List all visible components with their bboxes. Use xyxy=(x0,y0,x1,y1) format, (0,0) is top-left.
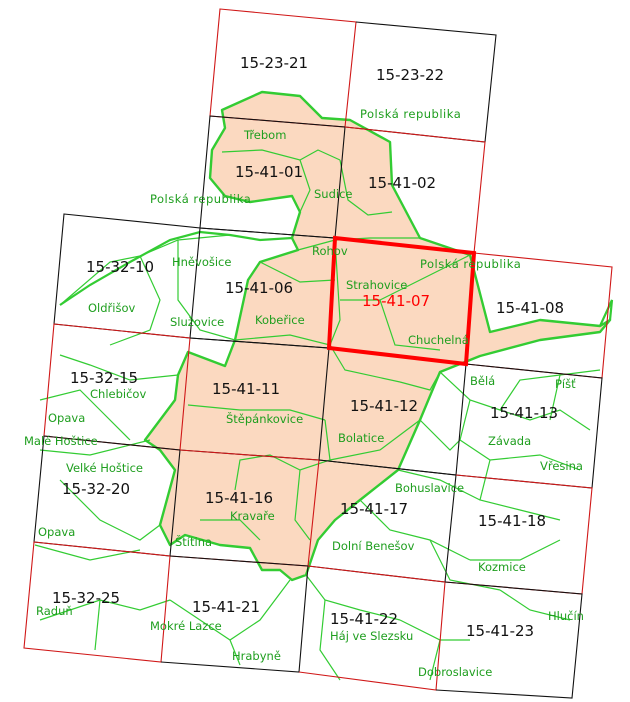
sheet-label: 15-41-12 xyxy=(350,397,418,415)
municipality-label: Chuchelná xyxy=(408,333,469,347)
municipality-label: Služovice xyxy=(170,315,224,329)
sheet-label: 15-41-23 xyxy=(466,622,534,640)
sheet-label: 15-41-17 xyxy=(340,500,408,518)
sheet-labels: 15-23-21 15-23-22 15-41-01 15-41-02 15-3… xyxy=(52,54,564,640)
country-label-top: Polská republika xyxy=(360,107,461,121)
sheet-label: 15-23-22 xyxy=(376,66,444,84)
municipality-label: Velké Hoštice xyxy=(66,461,143,475)
country-label-left: Polská republika xyxy=(150,192,251,206)
municipality-label: Strahovice xyxy=(346,278,407,292)
country-label-right: Polská republika xyxy=(420,257,521,271)
municipality-label: Kobeřice xyxy=(255,313,305,327)
municipality-label: Malé Hoštice xyxy=(24,434,98,448)
municipality-label: Rohov xyxy=(312,244,348,258)
highlighted-sheet-15-41-07[interactable] xyxy=(326,235,477,367)
municipality-label: Raduň xyxy=(36,604,73,618)
sheet-label: 15-41-21 xyxy=(192,598,260,616)
municipality-label: Mokré Lazce xyxy=(150,619,222,633)
municipality-label: Závada xyxy=(488,434,531,448)
municipality-label: Kozmice xyxy=(478,560,526,574)
municipality-label: Opava xyxy=(48,411,85,425)
municipality-label: Háj ve Slezsku xyxy=(330,629,413,643)
municipality-label: Dolní Benešov xyxy=(332,539,415,553)
municipality-label: Štítina xyxy=(175,534,212,549)
municipality-label: Chlebičov xyxy=(90,387,146,401)
municipality-label: Kravaře xyxy=(230,509,275,523)
sheet-label: 15-32-15 xyxy=(70,369,138,387)
municipality-label: Dobroslavice xyxy=(418,665,492,679)
sheet-label: 15-32-20 xyxy=(62,480,130,498)
municipality-label: Hrabyně xyxy=(232,649,281,663)
sheet-label: 15-41-22 xyxy=(330,610,398,628)
study-region xyxy=(143,90,612,582)
sheet-label: 15-41-06 xyxy=(225,279,293,297)
municipality-label: Oldřišov xyxy=(88,301,135,315)
municipality-label: Hlučín xyxy=(548,609,584,623)
sheet-label: 15-41-13 xyxy=(490,404,558,422)
municipality-label: Píšť xyxy=(555,377,576,391)
sheet-label: 15-41-16 xyxy=(205,489,273,507)
municipality-label: Třebom xyxy=(243,128,286,142)
municipality-label: Bohuslavice xyxy=(395,481,464,495)
municipality-label: Vřesina xyxy=(540,459,583,473)
sheet-label: 15-32-10 xyxy=(86,258,154,276)
sheet-label: 15-41-18 xyxy=(478,512,546,530)
sheet-label: 15-23-21 xyxy=(240,54,308,72)
municipality-label: Opava xyxy=(38,525,75,539)
municipality-label: Hněvošice xyxy=(172,255,231,269)
sheet-label: 15-41-11 xyxy=(212,380,280,398)
sheet-label: 15-32-25 xyxy=(52,589,120,607)
municipality-label: Bělá xyxy=(470,374,495,388)
municipality-labels: Třebom Sudice Rohov Hněvošice Oldřišov S… xyxy=(24,128,584,679)
municipality-label: Bolatice xyxy=(338,431,384,445)
municipality-label: Štěpánkovice xyxy=(226,411,303,426)
state-border xyxy=(59,230,614,327)
sheet-label: 15-41-02 xyxy=(368,174,436,192)
sheet-label: 15-41-08 xyxy=(496,299,564,317)
sheet-label-highlighted: 15-41-07 xyxy=(362,292,430,310)
municipality-label: Sudice xyxy=(314,187,352,201)
sheet-label: 15-41-01 xyxy=(235,163,303,181)
